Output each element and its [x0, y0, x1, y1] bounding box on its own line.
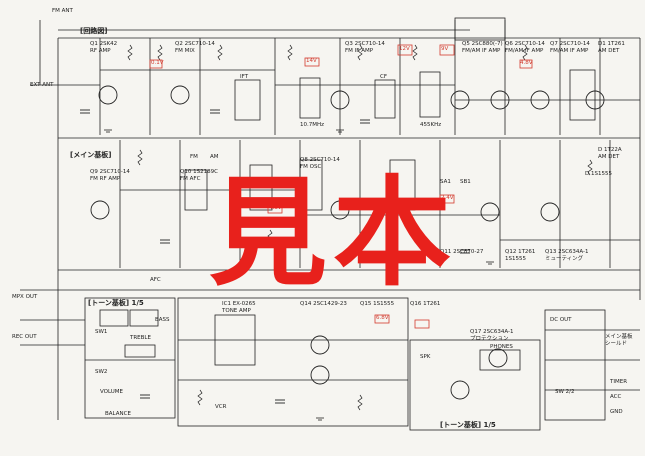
d-1s1555-label: D 1S1555: [585, 171, 612, 177]
voltage-46v: 4.6V: [269, 205, 282, 211]
d-1t22a-sub-label: AM DET: [598, 154, 620, 160]
q3-sub-label: FM IF AMP: [345, 48, 374, 54]
q2-sub-label: FM MIX: [175, 48, 195, 54]
ic1-sub-label: TONE AMP: [222, 308, 251, 314]
sw1-label: SW1: [95, 329, 108, 335]
volume-label: VOLUME: [100, 389, 124, 395]
d-1t22a-label: D 1T22A: [598, 147, 622, 153]
q5-sub-label: FM/AM IF AMP: [462, 48, 501, 54]
q10-label: Q10 1S2189C: [180, 169, 218, 175]
q17-sub-label: プロテクション: [470, 336, 509, 342]
wire-network: [20, 17, 641, 431]
q8-label: Q8 2SC710-14: [300, 157, 340, 163]
sa1-label: SA1: [440, 179, 451, 185]
q7-sub-label: FM/AM IF AMP: [550, 48, 589, 54]
q1-sub-label: RF AMP: [90, 48, 111, 54]
afc-label: AFC: [150, 277, 161, 283]
voltage-24v: 2.4V: [441, 195, 454, 201]
q16-label: Q16 1T261: [410, 301, 441, 307]
ext-ant-label: EXT ANT: [30, 82, 54, 88]
voltage-01v: 0.1V: [151, 60, 164, 66]
fm-ant-label: FM ANT: [52, 8, 73, 14]
voltage-12v: 12V: [399, 46, 410, 52]
q11-label: Q11 2SC870-27: [440, 249, 484, 255]
q9-label: Q9 2SC710-14: [90, 169, 130, 175]
voltage-annotations: [149, 44, 533, 329]
q10-sub-label: FM AFC: [180, 176, 201, 182]
q5-label: Q5 2SC880(-7): [462, 41, 503, 47]
spk-label: SPK: [420, 354, 431, 360]
q6-sub-label: FM/AM IF AMP: [505, 48, 544, 54]
tone-board-label: [トーン基板] 1/5: [88, 299, 144, 307]
sw2-label: SW2: [95, 369, 108, 375]
q14-label: Q14 2SC1429-23: [300, 301, 347, 307]
treble-label: TREBLE: [130, 335, 151, 341]
freq-khz-label: 455KHz: [420, 122, 442, 128]
q2-label: Q2 2SC710-14: [175, 41, 215, 47]
resistor-symbols: [127, 44, 593, 411]
q12-label: Q12 1T261: [505, 249, 536, 255]
rec-out-label: REC OUT: [12, 334, 37, 340]
capacitor-symbols: [80, 109, 470, 404]
voltage-48v: 4.8V: [520, 60, 533, 66]
timer-label: TIMER: [610, 379, 628, 385]
cf-label: CF: [380, 74, 388, 80]
am-switch-label: AM: [210, 154, 219, 160]
dc-out-label: DC OUT: [550, 317, 572, 323]
main-board-label: [メイン基板]: [70, 151, 112, 159]
transformer-blocks: [99, 69, 596, 371]
fm-switch-label: FM: [190, 154, 198, 160]
freq-mhz-label: 10.7MHz: [300, 122, 325, 128]
sb1-label: SB1: [460, 179, 471, 185]
ground-symbols: [104, 129, 494, 421]
q8-sub-label: FM OSC: [300, 164, 322, 170]
vcr-label: VCR: [215, 404, 227, 410]
q13-sub-label: ミューティング: [545, 256, 584, 262]
q17-label: Q17 2SC634A-1: [470, 329, 514, 335]
q7-label: Q7 2SC710-14: [550, 41, 590, 47]
q12-sub-label: 1S1555: [505, 256, 526, 262]
bass-label: BASS: [155, 317, 170, 323]
q6-label: Q6 2SC710-14: [505, 41, 545, 47]
section-title: [回路図]: [80, 27, 108, 35]
gnd-label: GND: [610, 409, 623, 415]
main-board-right-label: メイン基板: [605, 334, 633, 340]
balance-label: BALANCE: [105, 411, 131, 417]
transistor-symbols: [90, 85, 605, 400]
d1-label: D1 1T261: [598, 41, 625, 47]
ift-label: IFT: [240, 74, 249, 80]
voltage-9v: 9V: [441, 46, 449, 52]
mpx-out-label: MPX OUT: [12, 294, 38, 300]
q9-sub-label: FM RF AMP: [90, 176, 121, 182]
tone-board-2-label: [トーン基板] 1/5: [440, 421, 496, 429]
sample-watermark: 見本: [208, 164, 457, 302]
q3-label: Q3 2SC710-14: [345, 41, 385, 47]
voltage-14v: 14V: [306, 58, 317, 64]
phones-label: PHONES: [490, 344, 513, 350]
q15-label: Q15 1S1555: [360, 301, 395, 307]
d1-sub-label: AM DET: [598, 48, 620, 54]
switch-note-label: SW 2/2: [555, 389, 575, 395]
q13-label: Q13 2SC634A-1: [545, 249, 589, 255]
voltage-68v: 6.8V: [376, 315, 389, 321]
ic1-label: IC1 EX-0265: [222, 301, 256, 307]
shield-note-label: シールド: [605, 341, 628, 347]
q1-label: Q1 2SK42: [90, 41, 118, 47]
acc-label: ACC: [610, 394, 622, 400]
